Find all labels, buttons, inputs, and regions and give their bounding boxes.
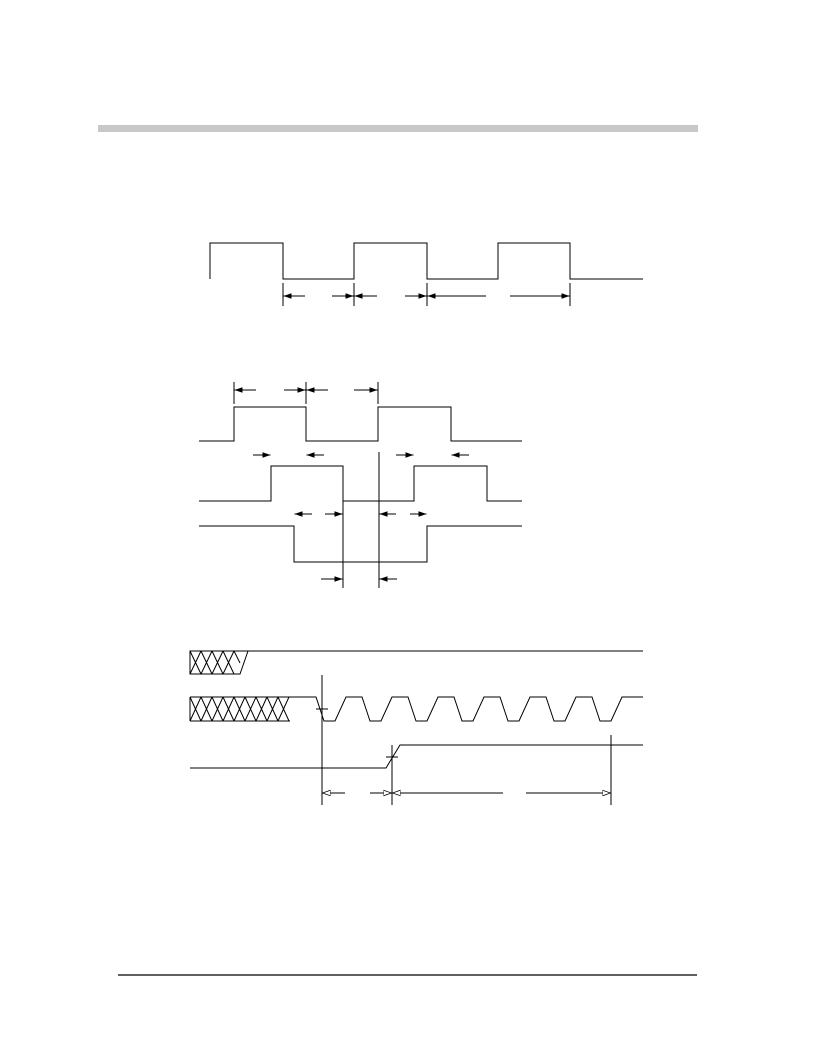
clock-signal xyxy=(209,242,643,280)
signal-2 xyxy=(199,465,522,502)
clock-phase-relationship xyxy=(199,382,522,588)
clock-signal xyxy=(300,696,643,722)
reset-timing xyxy=(189,650,643,805)
signal-3 xyxy=(199,525,522,563)
signal-1 xyxy=(199,406,522,442)
clock-period-waveform xyxy=(209,242,643,306)
header-bar xyxy=(98,125,698,132)
bus-row-1 xyxy=(189,650,643,675)
reset-signal xyxy=(190,744,643,769)
bus-row-2 xyxy=(189,696,300,722)
